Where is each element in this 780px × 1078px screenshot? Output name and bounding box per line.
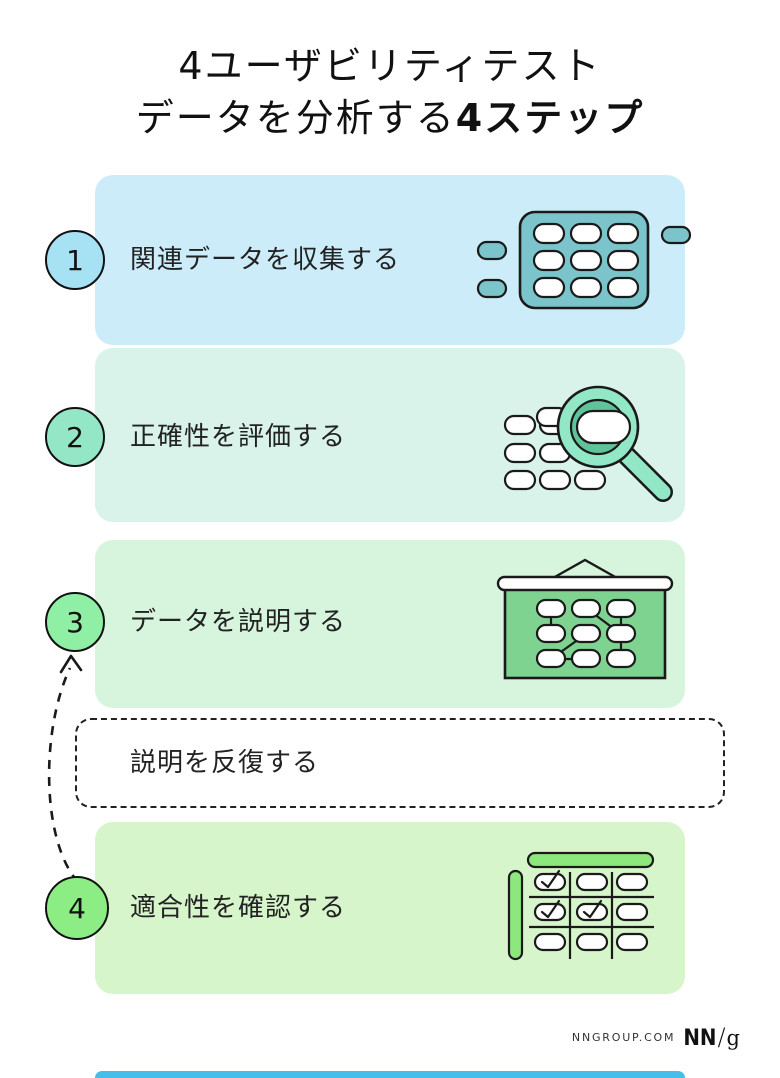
step-4-label: 適合性を確認する [130, 893, 347, 923]
iterate-loop-arrow [47, 654, 83, 883]
page-title: 4ユーザビリティテスト データを分析する4ステップ [0, 40, 780, 144]
step-2-label: 正確性を評価する [130, 422, 347, 452]
checklist-table-icon [507, 851, 655, 961]
title-line-2: データを分析する4ステップ [135, 96, 645, 140]
step-1-label: 関連データを収集する [130, 245, 401, 275]
next-panel-edge [95, 1071, 685, 1078]
step-3-number-badge: 3 [45, 592, 105, 652]
step-1-number-badge: 1 [45, 230, 105, 290]
iterate-box-label: 説明を反復する [130, 748, 320, 778]
step-4-number-badge: 4 [45, 876, 109, 940]
iterate-dashed-box [75, 718, 725, 808]
presentation-board-icon [496, 558, 674, 680]
data-grid-icon [476, 210, 692, 310]
step-3-label: データを説明する [130, 607, 347, 637]
magnifier-icon [503, 385, 673, 502]
step-2-number-badge: 2 [45, 407, 105, 467]
footer: NNGROUP.COM NN/g [0, 1022, 740, 1052]
nngroup-site-text: NNGROUP.COM [571, 1030, 676, 1044]
title-line-1: 4ユーザビリティテスト [178, 44, 602, 88]
nng-logo: NN/g [683, 1023, 740, 1051]
